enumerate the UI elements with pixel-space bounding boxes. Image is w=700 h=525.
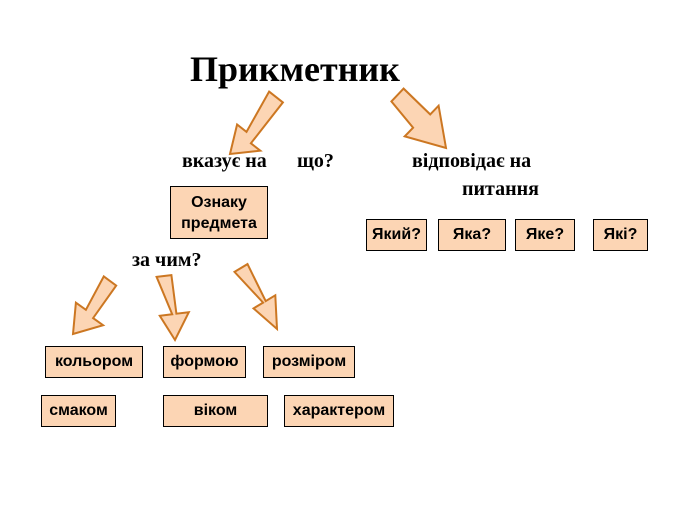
feature-box-taste: смаком bbox=[41, 395, 116, 427]
what-question-label: що? bbox=[297, 150, 334, 172]
question-box-neuter: Яке? bbox=[515, 219, 575, 251]
by-what-label: за чим? bbox=[132, 249, 202, 271]
arrow-to-color bbox=[71, 274, 118, 336]
feature-box-character: характером bbox=[284, 395, 394, 427]
question-box-plural: Які? bbox=[593, 219, 648, 251]
arrow-to-shape bbox=[155, 273, 191, 343]
points-to-label: вказує на bbox=[182, 150, 267, 172]
arrow-title-to-right bbox=[390, 87, 448, 150]
question-box-feminine: Яка? bbox=[438, 219, 506, 251]
feature-box-color: кольором bbox=[45, 346, 143, 378]
object-sign-box: Ознаку предмета bbox=[170, 186, 268, 239]
feature-box-age: віком bbox=[163, 395, 268, 427]
answers-label-line1: відповідає на bbox=[412, 150, 532, 172]
feature-box-size: розміром bbox=[263, 346, 355, 378]
question-box-masculine: Який? bbox=[366, 219, 427, 251]
arrow-to-size bbox=[232, 262, 279, 332]
diagram-title: Прикметник bbox=[190, 49, 400, 89]
feature-box-shape: формою bbox=[163, 346, 246, 378]
answers-label-line2: питання bbox=[462, 178, 539, 200]
arrow-title-to-left bbox=[228, 90, 285, 156]
